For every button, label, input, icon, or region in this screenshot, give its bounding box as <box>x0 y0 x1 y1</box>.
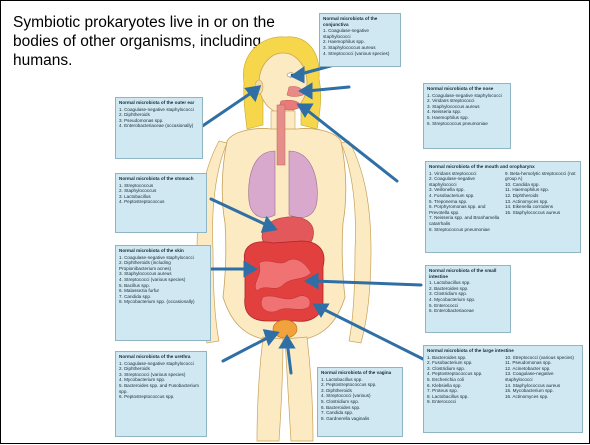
box-item: 8. Mycobacterium spp. (occasionally) <box>119 299 207 305</box>
box-title: Normal microbiota of the vagina <box>321 370 399 376</box>
box-item: 2. Coagulase-negative staphylococci <box>429 176 501 187</box>
box-urethra: Normal microbiota of the urethra 1. Coag… <box>115 351 207 437</box>
box-vagina: Normal microbiota of the vagina 1. Lacto… <box>317 367 403 437</box>
box-item: 8. Streptococcus pneumoniae <box>429 227 501 233</box>
box-mouth-oropharynx: Normal microbiota of the mouth and oroph… <box>425 161 581 253</box>
box-item: 7. Neisseria spp. and Branhamella catarr… <box>429 215 501 226</box>
box-stomach: Normal microbiota of the stomach 1. Stre… <box>115 173 207 233</box>
box-item: 5. Bacteroides spp. and Fusobacterium sp… <box>119 383 203 394</box>
box-item: 6. Porphyromonas spp. and Prevotella spp… <box>429 204 501 215</box>
trachea <box>277 105 285 165</box>
box-item: 6. Streptococcus pneumoniae <box>427 121 507 127</box>
box-title: Normal microbiota of the large intestine <box>427 348 579 354</box>
box-item: 2. Diphtheroids (including Propionibacte… <box>119 260 207 271</box>
box-title: Normal microbiota of the conjunctiva <box>323 16 397 27</box>
left-leg <box>257 337 283 441</box>
box-title: Normal microbiota of the small intestine <box>429 268 507 279</box>
box-title: Normal microbiota of the nose <box>427 86 507 92</box>
box-title: Normal microbiota of the stomach <box>119 176 203 182</box>
box-item: 1. Coagulase-negative staphylococci <box>323 28 397 39</box>
box-item: 6. Enterobacteriaceae <box>429 308 507 314</box>
box-item: 4. Peptostreptococcus <box>119 199 203 205</box>
box-item: 4. Streptococci (various species) <box>323 51 397 57</box>
box-item: 9. Beta-hemolytic streptococci (not grou… <box>505 171 577 182</box>
box-title: Normal microbiota of the skin <box>119 248 207 254</box>
box-item: 9. Enterococci <box>427 399 501 405</box>
box-item: 16. Actinomyces spp. <box>505 394 579 400</box>
box-outer-ear: Normal microbiota of the outer ear 1. Co… <box>115 97 203 159</box>
box-small-intestine: Normal microbiota of the small intestine… <box>425 265 511 333</box>
box-large-intestine: Normal microbiota of the large intestine… <box>423 345 583 433</box>
box-nose: Normal microbiota of the nose 1. Coagula… <box>423 83 511 149</box>
box-item: 8. Gardnerella vaginalis <box>321 416 399 422</box>
box-item: 6. Peptostreptococcus spp. <box>119 394 203 400</box>
box-conjunctiva: Normal microbiota of the conjunctiva 1. … <box>319 13 401 67</box>
box-title: Normal microbiota of the mouth and oroph… <box>429 164 577 170</box>
box-title: Normal microbiota of the urethra <box>119 354 203 360</box>
box-title: Normal microbiota of the outer ear <box>119 100 199 106</box>
box-item: 13. Coagulase-negative staphylococci <box>505 371 579 382</box>
box-skin: Normal microbiota of the skin 1. Coagula… <box>115 245 211 341</box>
box-item: 4. Enterobacteriaceae (occasionally) <box>119 123 199 129</box>
box-item: 15. Staphylococcus aureus <box>505 210 577 216</box>
